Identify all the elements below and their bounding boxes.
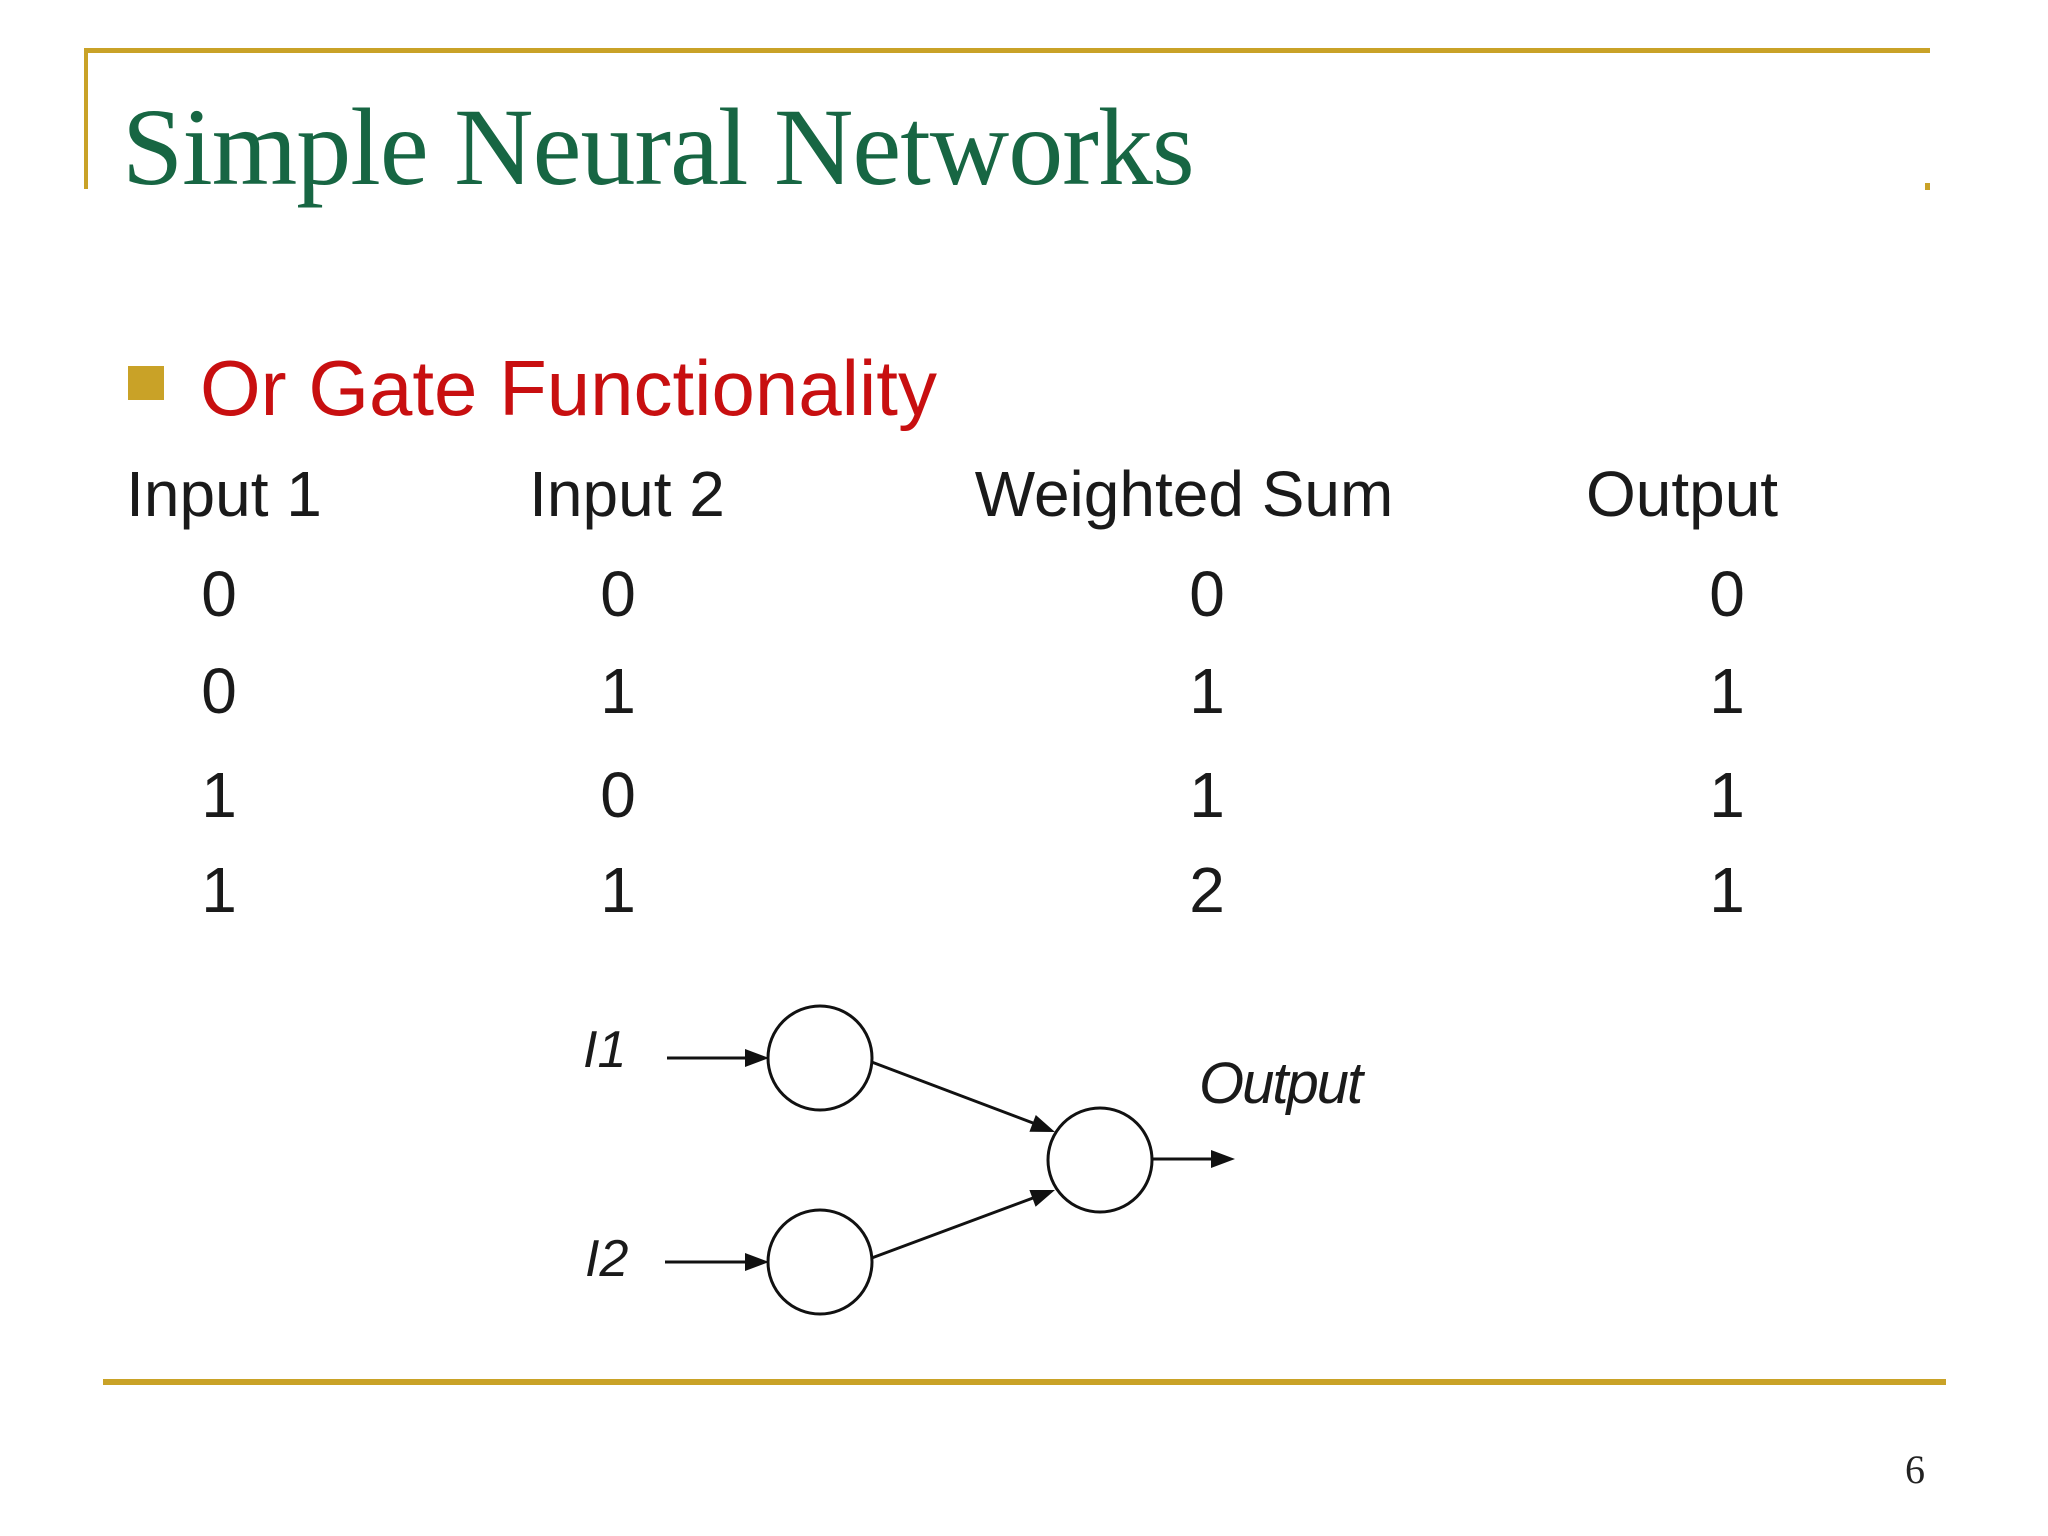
table-cell: 0 [600,558,636,630]
table-cell: 1 [1189,655,1225,727]
input2-node-circle [766,1208,874,1316]
input1-node-circle [766,1004,874,1112]
table-cell: 0 [201,655,237,727]
output-arrowhead-icon [1211,1150,1235,1168]
table-header-output: Output [1585,458,1779,530]
table-cell: 1 [1709,655,1745,727]
table-cell: 2 [1189,854,1225,926]
bottom-accent-line [103,1379,1946,1385]
node2-to-output-wire [868,1196,1034,1261]
output-node-circle [1046,1106,1154,1214]
table-cell: 0 [600,759,636,831]
table-cell: 0 [1189,558,1225,630]
bullet-heading: Or Gate Functionality [200,344,937,432]
table-header-input2: Input 2 [529,458,725,530]
top-accent-line [84,48,1930,53]
input1-arrowhead-icon [745,1049,769,1067]
table-cell: 1 [1709,759,1745,831]
bullet-square-icon [128,366,164,400]
table-cell: 0 [1709,558,1745,630]
left-accent-line [84,48,88,189]
input2-label: I2 [585,1230,628,1288]
page-number: 6 [1905,1447,1925,1492]
table-cell: 1 [1709,854,1745,926]
output-label: Output [1199,1051,1366,1116]
right-accent-tick [1925,183,1930,190]
input1-label: I1 [583,1021,626,1079]
node1-arrowhead-icon [1029,1115,1055,1132]
table-cell: 1 [1189,759,1225,831]
node2-arrowhead-icon [1029,1190,1055,1207]
table-cell: 0 [201,558,237,630]
table-cell: 1 [201,854,237,926]
slide-title: Simple Neural Networks [122,86,1195,208]
table-header-weighted-sum: Weighted Sum [974,458,1394,530]
node1-to-output-wire [868,1059,1034,1125]
table-cell: 1 [201,759,237,831]
table-cell: 1 [600,655,636,727]
table-header-input1: Input 1 [126,458,322,530]
input2-arrowhead-icon [745,1253,769,1271]
table-cell: 1 [600,854,636,926]
